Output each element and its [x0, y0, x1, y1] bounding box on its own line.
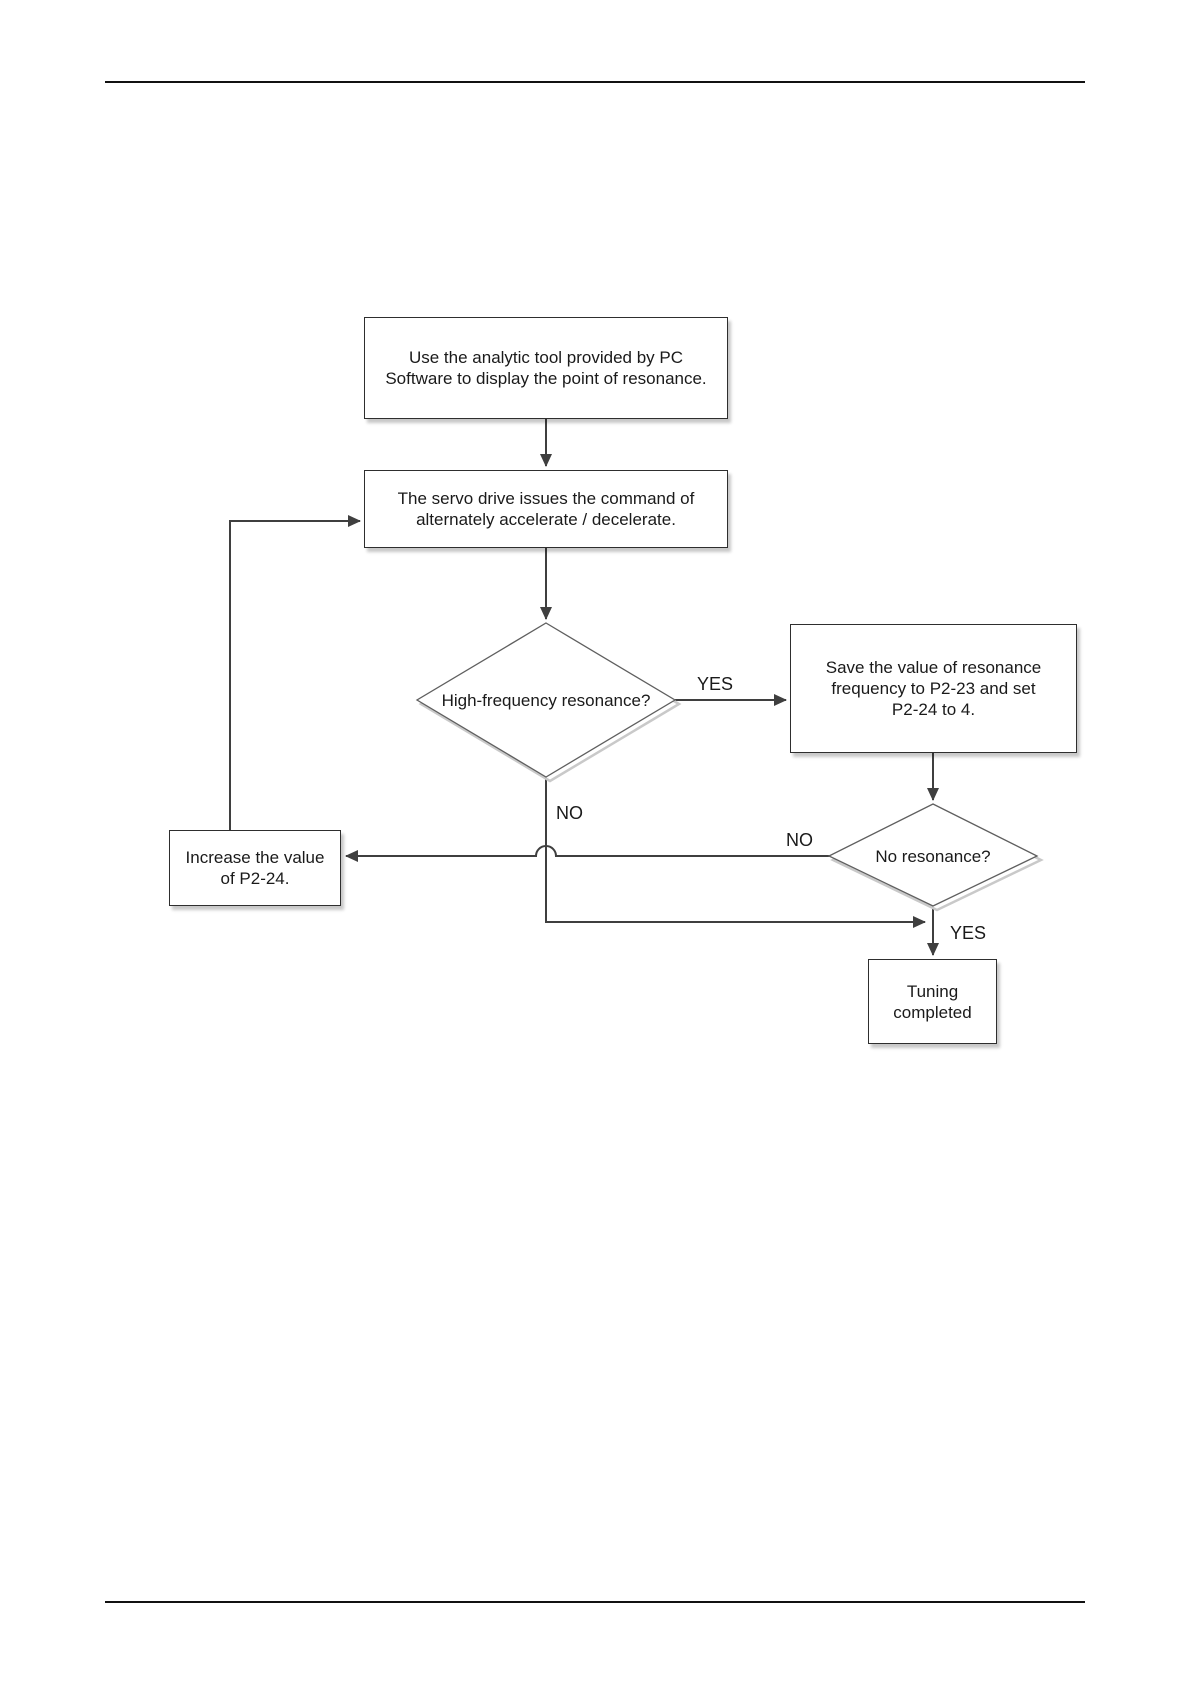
node-hf-decision-label: High-frequency resonance? [441, 691, 651, 710]
page-top-rule [105, 81, 1085, 83]
node-done-line1: Tuning [906, 981, 959, 1001]
label-nores-yes: YES [950, 923, 987, 943]
node-save: Save the value of resonance frequency to… [790, 624, 1077, 753]
node-done-line2: completed [893, 1002, 972, 1022]
edge-hf-no-to-done-line [545, 777, 926, 928]
node-increase: Increase the value of P2-24. [169, 830, 341, 906]
node-save-line1: Save the value of resonance [825, 658, 1042, 677]
node-command-line1: The servo drive issues the command of [397, 489, 695, 508]
label-nores-no: NO [786, 830, 813, 850]
edge-increase-back-to-command [229, 515, 361, 830]
node-done: Tuning completed [868, 959, 997, 1044]
nores-decision-shape [827, 803, 1039, 907]
node-start-line1: Use the analytic tool provided by PC [408, 348, 684, 367]
node-start-line2: Software to display the point of resonan… [385, 369, 707, 388]
node-nores-decision-label: No resonance? [875, 847, 991, 866]
node-start: Use the analytic tool provided by PC Sof… [364, 317, 728, 419]
hf-decision-shape [415, 622, 677, 778]
node-command-line2: alternately accelerate / decelerate. [416, 510, 676, 529]
node-increase-line1: Increase the value [185, 848, 325, 867]
node-increase-line2: of P2-24. [220, 869, 290, 888]
label-hf-yes: YES [696, 674, 734, 694]
label-hf-no: NO [556, 803, 583, 823]
page-bottom-rule [105, 1601, 1085, 1603]
node-save-line2: frequency to P2-23 and set [831, 679, 1036, 698]
node-save-line3: P2-24 to 4. [891, 700, 976, 719]
edge-nores-no-to-increase [345, 845, 830, 862]
node-command: The servo drive issues the command of al… [364, 470, 728, 548]
